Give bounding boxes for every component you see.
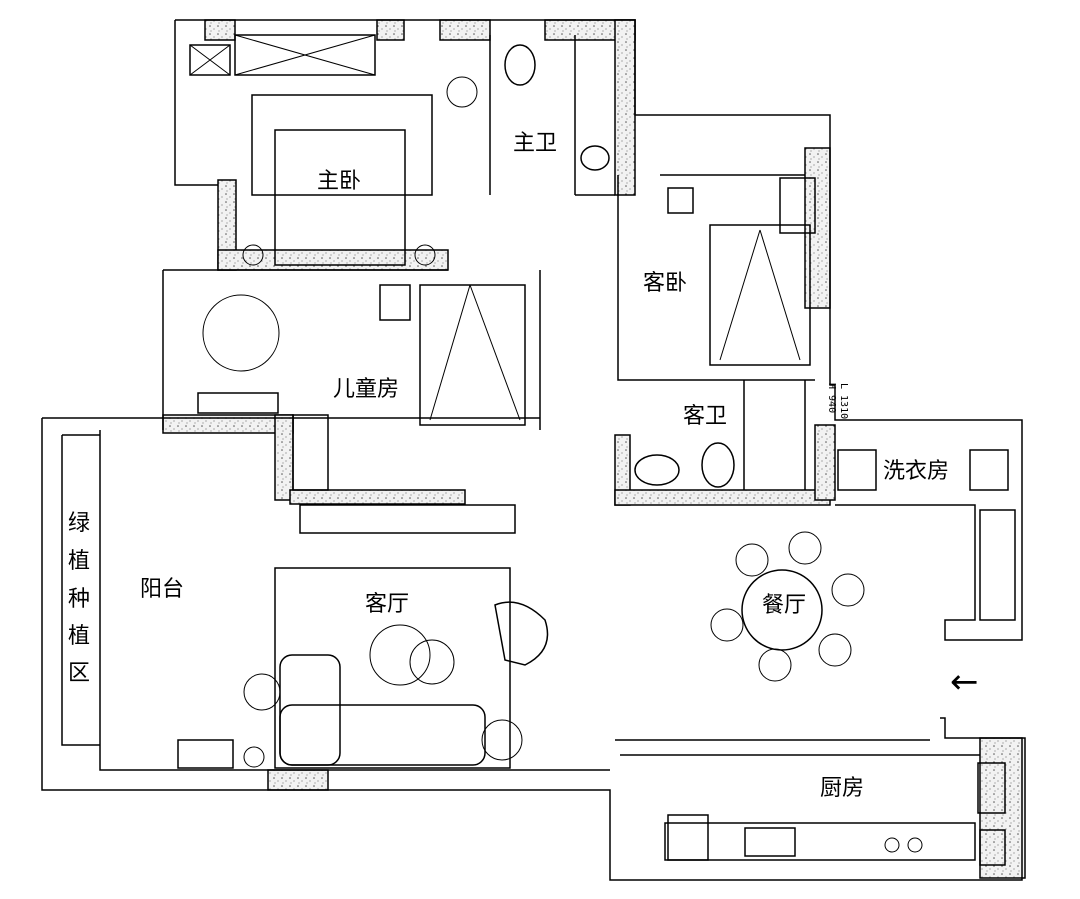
label-guest-bedroom: 客卧 — [643, 271, 687, 296]
outlines — [41, 19, 1023, 881]
room-labels: 主卧 主卫 客卧 儿童房 客卫 洗衣房 绿 植 种 植 区 阳台 客厅 餐厅 厨… — [68, 131, 979, 801]
living-rug — [274, 567, 511, 769]
label-living-room: 客厅 — [365, 592, 409, 617]
sink — [580, 145, 610, 171]
label-green-area-4: 植 — [68, 624, 90, 649]
rug — [251, 94, 433, 196]
walls — [162, 19, 1026, 879]
wardrobe — [234, 34, 376, 76]
toilet — [504, 44, 536, 86]
dimension-height: H 940 — [826, 383, 837, 413]
sofa — [279, 704, 486, 766]
label-dining-room: 餐厅 — [762, 593, 806, 618]
label-balcony: 阳台 — [140, 577, 184, 602]
label-green-area-5: 区 — [68, 661, 90, 686]
label-green-area-1: 绿 — [68, 511, 90, 536]
label-guest-bath: 客卫 — [683, 404, 727, 429]
label-master-bedroom: 主卧 — [317, 169, 361, 194]
label-green-area-2: 植 — [68, 549, 90, 574]
label-green-area-3: 种 — [68, 587, 90, 612]
dimension-length: L 1310 — [838, 383, 849, 419]
kids-bed — [419, 284, 526, 426]
label-master-bath: 主卫 — [513, 131, 557, 156]
label-kids-room: 儿童房 — [333, 377, 399, 402]
label-laundry: 洗衣房 — [883, 459, 949, 484]
label-kitchen: 厨房 — [820, 776, 864, 801]
furniture — [177, 34, 1016, 866]
armchair — [494, 601, 549, 666]
entrance-arrow-icon: ← — [950, 662, 979, 702]
guest-bed — [709, 224, 811, 366]
master-bed — [274, 129, 406, 266]
kitchen-counter — [664, 822, 976, 861]
dining-table — [741, 569, 823, 651]
